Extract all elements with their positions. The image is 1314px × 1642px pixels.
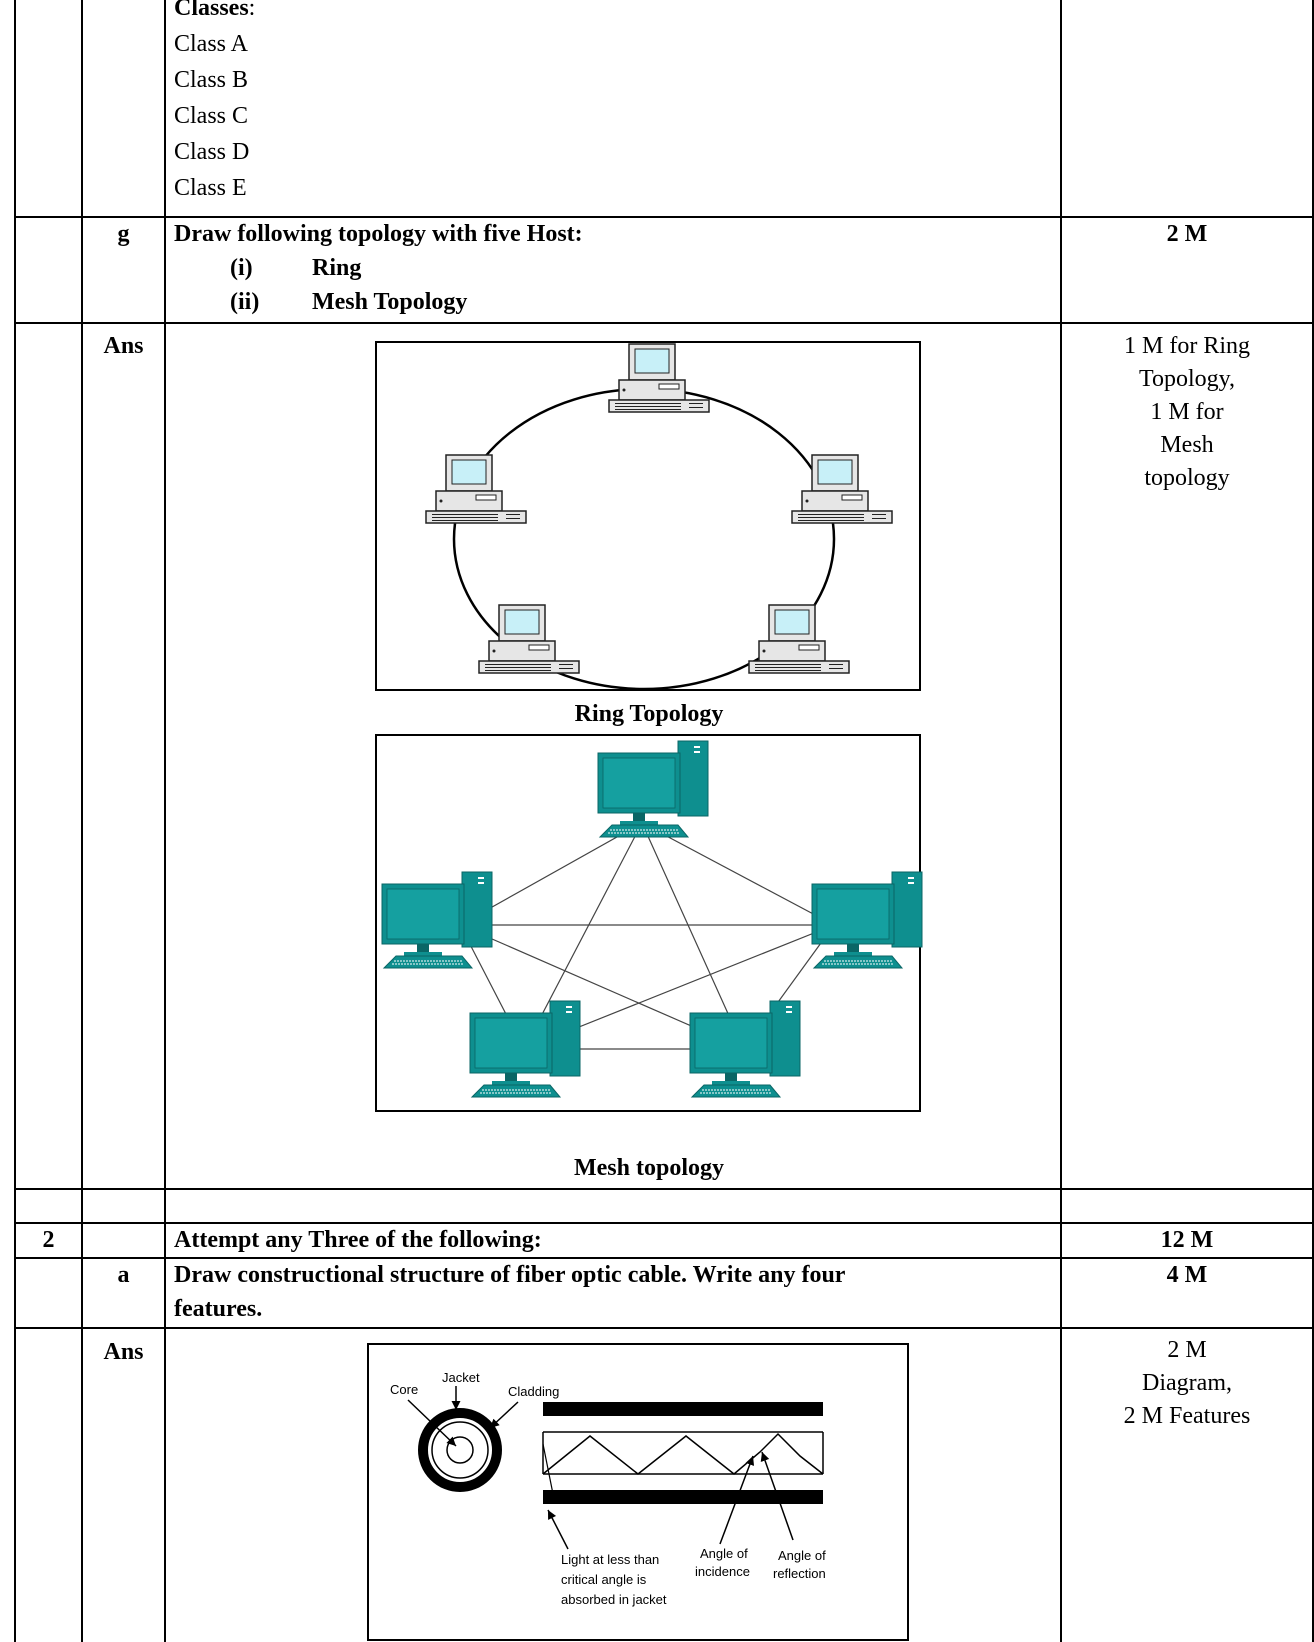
section-instruction: Attempt any Three of the following:	[174, 1227, 542, 1253]
cladding-label: Cladding	[508, 1384, 559, 1399]
class-item: Class B	[174, 67, 249, 93]
question-label: a	[117, 1262, 130, 1288]
row-divider	[14, 216, 1314, 218]
table-border-left	[14, 0, 16, 1642]
marks-line: 2 M Features	[1123, 1403, 1251, 1429]
sub-item-text: Ring	[312, 255, 362, 281]
fiber-core-circle	[446, 1436, 474, 1464]
marks-breakdown: 1 M for Ring Topology, 1 M for Mesh topo…	[1062, 330, 1312, 495]
sub-item-number: (i)	[230, 255, 253, 281]
mesh-topology-caption: Mesh topology	[574, 1155, 724, 1181]
row-divider	[14, 1327, 1314, 1329]
marks: 2 M	[1166, 221, 1208, 247]
marks: 4 M	[1166, 1262, 1208, 1288]
label-line: Angle of	[778, 1548, 826, 1563]
marks-line: Topology,	[1138, 366, 1236, 392]
marks-line: 1 M for	[1150, 399, 1224, 425]
answer-label: Ans	[103, 333, 144, 359]
row-divider	[14, 322, 1314, 324]
question-text-line: features.	[174, 1296, 263, 1322]
label-line: Light at less than	[561, 1552, 659, 1567]
label-line: reflection	[773, 1566, 826, 1581]
label-line: Angle of	[700, 1546, 748, 1561]
marks-line: Mesh	[1160, 432, 1214, 458]
question-number: 2	[42, 1227, 55, 1253]
question-label: g	[117, 221, 130, 247]
question-text: Draw following topology with five Host:	[174, 221, 583, 247]
jacket-label: Jacket	[442, 1370, 480, 1385]
classes-colon: :	[248, 0, 256, 21]
class-item: Class A	[174, 31, 249, 57]
fiber-jacket-bottom	[543, 1490, 823, 1504]
ring-topology-caption: Ring Topology	[574, 701, 724, 727]
fiber-optic-diagram: Core Jacket Cladding Light at less than …	[367, 1343, 909, 1641]
fiber-jacket-ring	[418, 1408, 502, 1492]
light-path	[542, 1432, 824, 1475]
marks-line: Diagram,	[1142, 1370, 1232, 1396]
marks-line: topology	[1144, 465, 1230, 491]
column-divider-3	[1060, 0, 1062, 1642]
sub-item-number: (ii)	[230, 289, 260, 315]
label-line: incidence	[695, 1564, 750, 1579]
label-line: critical angle is	[561, 1572, 647, 1587]
marks-breakdown: 2 M Diagram, 2 M Features	[1062, 1334, 1312, 1433]
class-item: Class D	[174, 139, 250, 165]
ring-topology-diagram	[375, 341, 921, 691]
row-divider	[14, 1222, 1314, 1224]
light-absorbed-label: Light at less than critical angle is abs…	[561, 1552, 667, 1607]
fiber-cladding-ring	[431, 1421, 489, 1479]
column-divider-2	[164, 0, 166, 1642]
answer-label: Ans	[103, 1339, 144, 1365]
class-item: Class C	[174, 103, 249, 129]
marks-line: 2 M	[1167, 1337, 1207, 1363]
mesh-topology-diagram	[375, 734, 923, 1112]
question-text-line: Draw constructional structure of fiber o…	[174, 1262, 846, 1288]
classes-heading: Classes:	[174, 0, 255, 26]
sub-item-text: Mesh Topology	[312, 289, 468, 315]
fiber-jacket-top	[543, 1402, 823, 1416]
table-border-right	[1312, 0, 1314, 1642]
class-item: Class E	[174, 175, 247, 201]
column-divider-1	[81, 0, 83, 1642]
angle-of-incidence-label: Angle of incidence	[695, 1546, 751, 1579]
core-label: Core	[390, 1382, 418, 1397]
row-divider	[14, 1257, 1314, 1259]
classes-heading-text: Classes	[174, 0, 249, 21]
angle-of-reflection-label: Angle of reflection	[773, 1548, 829, 1581]
marks: 12 M	[1160, 1227, 1214, 1253]
marks-line: 1 M for Ring	[1124, 333, 1250, 359]
label-line: absorbed in jacket	[561, 1592, 667, 1607]
row-divider	[14, 1188, 1314, 1190]
